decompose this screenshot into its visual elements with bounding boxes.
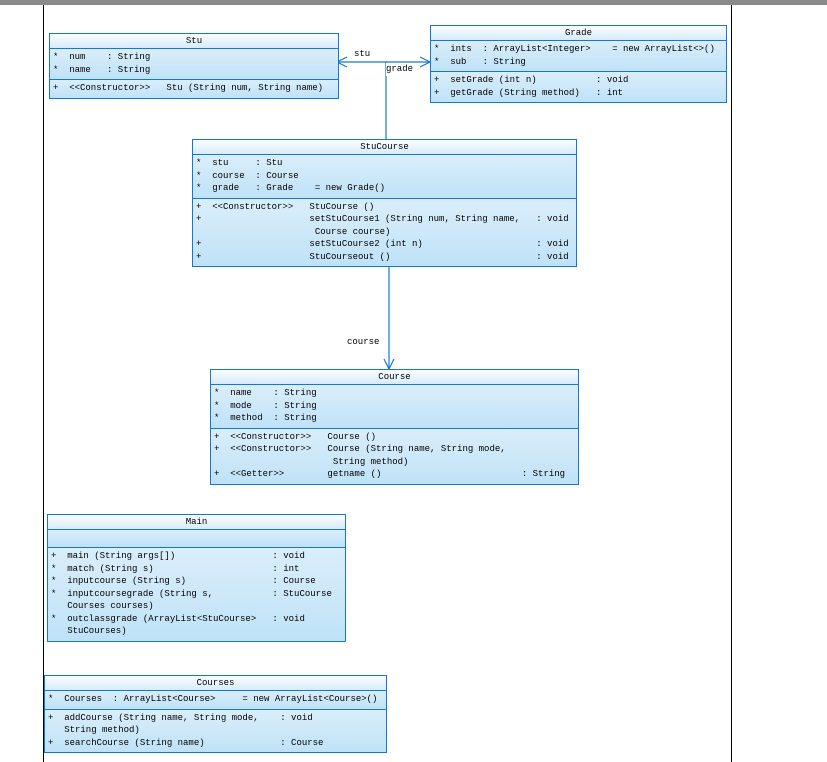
class-title[interactable]: Stu	[50, 34, 338, 49]
member-row[interactable]: * num : String	[53, 52, 151, 62]
member-row[interactable]: * mode : String	[214, 400, 317, 411]
member-row[interactable]: * inputcourse (String s) : Course	[51, 576, 316, 586]
class-box-grade[interactable]: Grade * ints : ArrayList<Integer> = new …	[430, 25, 727, 103]
methods-section: + <<Constructor>> Stu (String num, Strin…	[50, 79, 338, 98]
edge-label-stu[interactable]: stu	[354, 48, 371, 61]
edge-label-course[interactable]: course	[347, 336, 380, 349]
member-row[interactable]: * sub : String	[434, 56, 526, 67]
member-row[interactable]: * match (String s) : int	[51, 563, 300, 574]
class-box-course[interactable]: Course * name : String * mode : String * m…	[210, 369, 579, 485]
attributes-section: * Courses : ArrayList<Course> = new Arra…	[45, 691, 386, 709]
member-row[interactable]: * name : String	[214, 388, 317, 398]
member-row[interactable]: + addCourse (String name, String mode, :…	[48, 712, 313, 736]
attributes-section: * num : String * name : String	[50, 49, 338, 79]
class-title[interactable]: StuCourse	[193, 140, 576, 155]
member-row[interactable]: * stu : Stu	[196, 158, 283, 168]
edge-label-grade[interactable]: grade	[386, 63, 414, 76]
member-row[interactable]: * name : String	[53, 64, 151, 75]
member-row[interactable]: * grade : Grade = new Grade()	[196, 183, 386, 193]
class-title[interactable]: Grade	[431, 26, 726, 41]
member-row[interactable]: + setStuCourse2 (int n) : void	[196, 239, 569, 249]
member-row[interactable]: + getGrade (String method) : int	[434, 87, 624, 98]
member-row[interactable]: + searchCourse (String name) : Course	[48, 737, 324, 748]
member-row[interactable]: * inputcoursegrade (String s, : StuCours…	[51, 588, 332, 612]
member-row[interactable]: + <<Constructor>> Course (String name, S…	[214, 444, 506, 467]
class-title[interactable]: Course	[211, 370, 578, 385]
methods-section: + <<Constructor>> StuCourse () + setStuCo…	[193, 197, 576, 266]
member-row[interactable]: + <<Constructor>> Course ()	[214, 431, 377, 442]
class-title[interactable]: Courses	[45, 676, 386, 691]
page-frame-line-left	[43, 5, 44, 762]
class-title[interactable]: Main	[48, 515, 345, 530]
attributes-section	[48, 530, 345, 547]
member-row[interactable]: + <<Getter>> getname () : String	[214, 469, 566, 479]
methods-section: + setGrade (int n) : void + getGrade (Str…	[431, 71, 726, 102]
class-box-courses[interactable]: Courses * Courses : ArrayList<Course> = …	[44, 675, 387, 753]
attributes-section: * ints : ArrayList<Integer> = new ArrayL…	[431, 41, 726, 71]
methods-section: + main (String args[]) : void * match (St…	[48, 547, 345, 641]
methods-section: + <<Constructor>> Course () + <<Construct…	[211, 427, 578, 484]
class-box-stucourse[interactable]: StuCourse * stu : Stu* course : Course* …	[192, 139, 577, 267]
member-row[interactable]: * outclassgrade (ArrayList<StuCourse> : …	[51, 613, 305, 637]
member-row[interactable]: + <<Constructor>> StuCourse ()	[196, 201, 375, 212]
member-row[interactable]: * method : String	[214, 413, 317, 423]
member-row[interactable]: * Courses : ArrayList<Course> = new Arra…	[48, 694, 378, 704]
member-row[interactable]: + main (String args[]) : void	[51, 551, 305, 561]
class-box-main[interactable]: Main + main (String args[]) : void * matc…	[47, 514, 346, 642]
window-top-bar	[0, 0, 827, 5]
page-frame-line-right	[731, 5, 732, 762]
member-row[interactable]: + setGrade (int n) : void	[434, 75, 629, 85]
member-row[interactable]: * ints : ArrayList<Integer> = new ArrayL…	[434, 44, 715, 54]
member-row[interactable]: * course : Course	[196, 170, 299, 181]
attributes-section: * stu : Stu * course : Course * grade : Gr…	[193, 155, 576, 198]
member-row[interactable]: + <<Constructor>> Stu (String num, Strin…	[53, 83, 324, 93]
member-row[interactable]: + StuCourseout () : void	[196, 251, 569, 262]
member-row[interactable]: + setStuCourse1 (String num, String name…	[196, 214, 569, 237]
class-box-stu[interactable]: Stu * num : String * name : String + <<Co…	[49, 33, 339, 99]
methods-section: + addCourse (String name, String mode, :…	[45, 708, 386, 752]
attributes-section: * name : String * mode : String * method :…	[211, 385, 578, 428]
